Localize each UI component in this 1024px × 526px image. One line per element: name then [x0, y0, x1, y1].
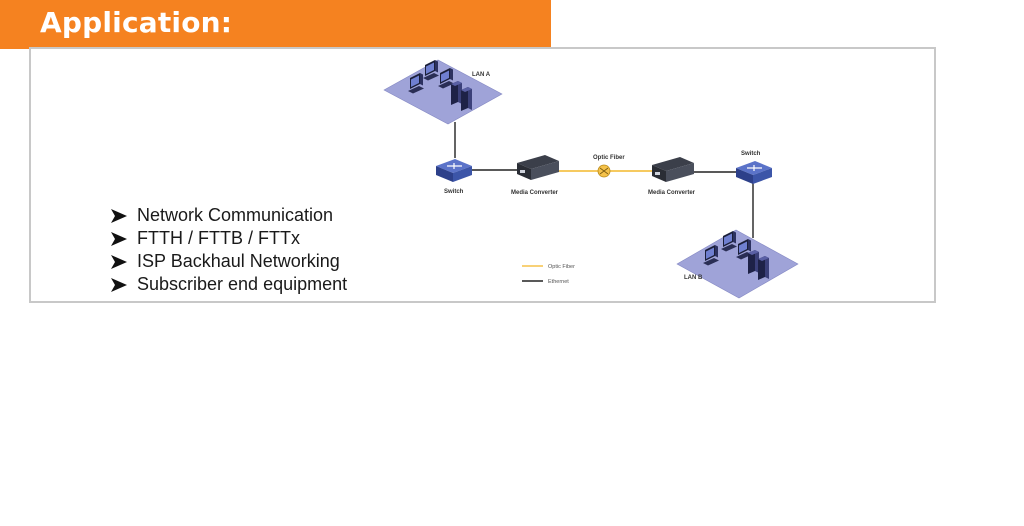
list-item: ISP Backhaul Networking — [110, 250, 347, 273]
legend: Optic Fiber Ethernet — [522, 264, 575, 285]
list-item-label: Subscriber end equipment — [137, 274, 348, 294]
lan-b-group: LAN B — [676, 229, 799, 299]
header-bar: Application: — [0, 0, 551, 49]
arrow-bullet-icon — [111, 231, 127, 246]
lan-b-label: LAN B — [684, 275, 703, 281]
lan-a-label: LAN A — [472, 72, 491, 78]
switch-left-label: Switch — [444, 189, 464, 195]
switch-right: Switch — [736, 151, 772, 184]
list-item: FTTH / FTTB / FTTx — [110, 227, 347, 250]
arrow-bullet-icon — [111, 208, 127, 223]
switch-right-label: Switch — [741, 151, 761, 157]
legend-fiber-label: Optic Fiber — [548, 264, 575, 270]
fiber-label: Optic Fiber — [593, 155, 625, 161]
list-item-label: ISP Backhaul Networking — [137, 251, 340, 271]
lan-a-group: LAN A — [383, 59, 503, 125]
lan-b-panel — [676, 229, 799, 299]
server-icon — [451, 81, 462, 105]
arrow-bullet-icon — [111, 277, 127, 292]
switch-arrows-icon — [447, 163, 462, 169]
list-item: Network Communication — [110, 204, 347, 227]
server-icon — [748, 250, 759, 274]
lan-a-panel — [383, 59, 503, 125]
fiber-coil-icon — [597, 164, 611, 178]
switch-left: Switch — [436, 159, 472, 195]
arrow-bullet-icon — [111, 254, 127, 269]
media-converter-left: Media Converter — [511, 155, 559, 196]
converter-left-label: Media Converter — [511, 190, 559, 196]
list-item: Subscriber end equipment — [110, 273, 347, 296]
page-title: Application: — [40, 6, 233, 39]
legend-ethernet-label: Ethernet — [548, 279, 569, 285]
application-list: Network Communication FTTH / FTTB / FTTx… — [110, 204, 347, 296]
switch-arrows-icon — [747, 165, 762, 171]
list-item-label: FTTH / FTTB / FTTx — [137, 228, 300, 248]
media-converter-right: Media Converter — [648, 157, 696, 196]
server-icon — [461, 87, 472, 111]
list-item-label: Network Communication — [137, 205, 334, 225]
converter-right-label: Media Converter — [648, 190, 696, 196]
server-icon — [758, 256, 769, 280]
